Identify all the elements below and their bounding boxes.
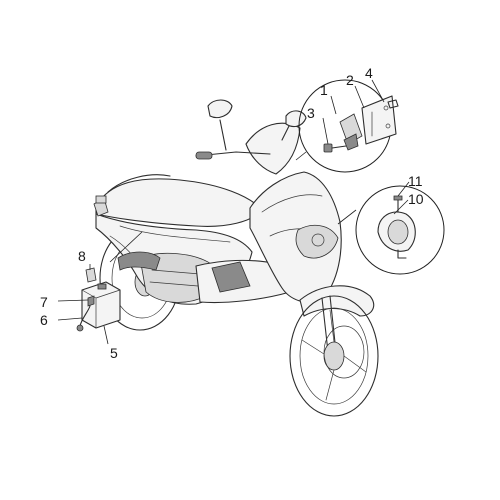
- scooter-seat: [95, 178, 263, 227]
- scooter-illustration: [93, 99, 379, 417]
- relay-screw: [393, 195, 403, 213]
- front-wheel: [289, 295, 379, 417]
- horn-bolt: [323, 143, 347, 153]
- headlight: [295, 224, 339, 259]
- callout-3: 3: [307, 105, 315, 121]
- callout-10: 10: [408, 191, 424, 207]
- callout-4: 4: [365, 65, 373, 81]
- callout-6: 6: [40, 312, 48, 328]
- callout-11: 11: [408, 173, 423, 189]
- battery-cable: [79, 305, 91, 327]
- callout-1: 1: [320, 82, 328, 98]
- battery-fuse: [85, 267, 97, 283]
- horn-assembly: [295, 79, 399, 173]
- battery-assembly: [76, 231, 143, 332]
- relay-assembly: [337, 185, 445, 275]
- front-fairing: [249, 171, 342, 303]
- callout-5: 5: [110, 345, 118, 361]
- callout-7: 7: [40, 294, 48, 310]
- windscreen: [245, 122, 301, 175]
- callout-2: 2: [346, 72, 354, 88]
- horn-bracket: [361, 95, 397, 145]
- leader-lines: [57, 79, 410, 345]
- callout-8: 8: [78, 248, 86, 264]
- left-mirror: [219, 119, 227, 151]
- callout-numbers: 1 2 3 4 5 6 7 8 10 11: [40, 65, 424, 361]
